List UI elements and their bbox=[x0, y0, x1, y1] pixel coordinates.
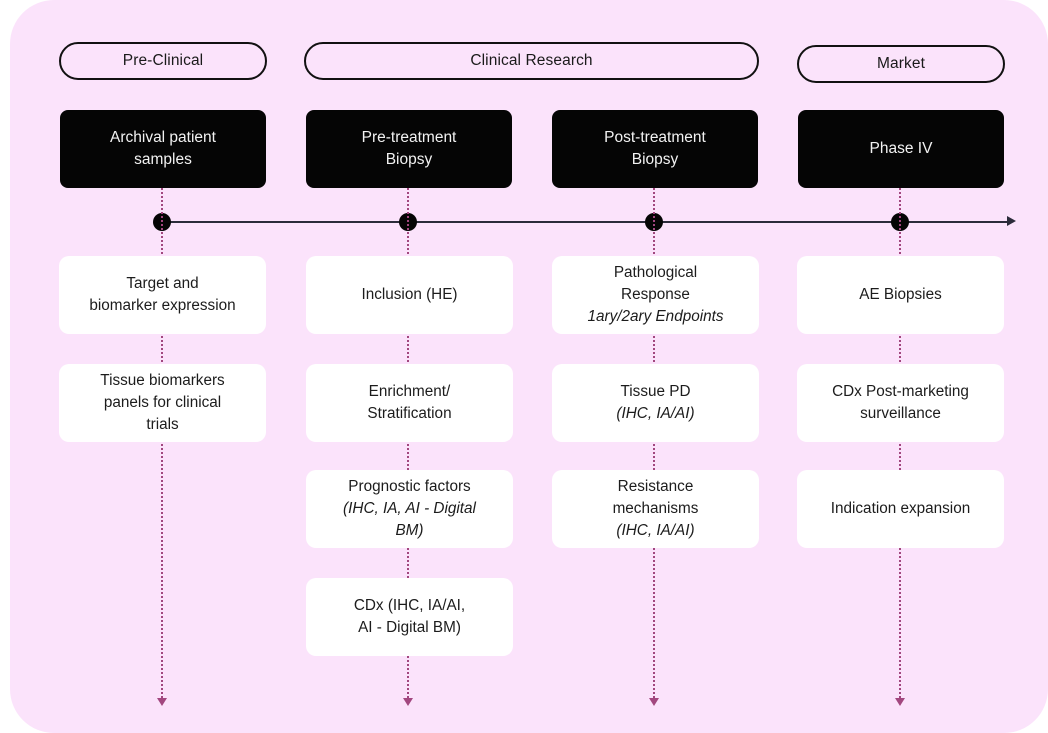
stage-line: Phase IV bbox=[869, 140, 933, 157]
content-card-line: (IHC, IA/AI) bbox=[616, 405, 695, 422]
content-card-text: Tissue biomarkers panels for clinical tria… bbox=[100, 370, 224, 435]
content-card-tissue-biomarkers-panels[interactable]: Tissue biomarkers panels for clinical tria… bbox=[59, 364, 266, 442]
stage-box-phase-iv[interactable]: Phase IV bbox=[798, 110, 1004, 188]
content-card-target-and-biomarker-expression[interactable]: Target and biomarker expression bbox=[59, 256, 266, 334]
phase-pill-label: Clinical Research bbox=[470, 52, 593, 69]
content-card-tissue-pd[interactable]: Tissue PD (IHC, IA/AI) bbox=[552, 364, 759, 442]
stage-line: Biopsy bbox=[631, 151, 679, 168]
content-card-line: (IHC, IA, AI - Digital bbox=[343, 500, 476, 518]
content-card-text: Enrichment/Stratification bbox=[367, 381, 451, 424]
content-card-text: CDx (IHC, IA/AI, AI - Digital BM) bbox=[354, 595, 465, 638]
stage-line: samples bbox=[134, 151, 192, 168]
phase-pill-label: Pre-Clinical bbox=[122, 52, 204, 69]
content-card-line: CDx (IHC, IA/AI, bbox=[353, 597, 466, 615]
content-card-line: Prognostic factors bbox=[348, 478, 471, 496]
connector-arrow-icon bbox=[403, 698, 413, 706]
content-card-line: Target and bbox=[126, 275, 199, 293]
connector-line-152 bbox=[161, 188, 163, 698]
content-card-line: trials bbox=[146, 415, 179, 433]
content-card-line: panels for clinical bbox=[103, 394, 222, 412]
stage-box-label: Phase IV bbox=[870, 138, 933, 160]
content-card-text: CDx Post-marketing surveillance bbox=[832, 381, 969, 424]
content-card-line: Pathological bbox=[613, 264, 698, 282]
stage-line: Archival patient bbox=[110, 129, 216, 146]
content-card-line: (IHC, IA/AI) bbox=[616, 521, 695, 539]
content-card-text: Resistance mechanisms (IHC, IA/AI) bbox=[613, 476, 699, 541]
content-card-text: Prognostic factors (IHC, IA, AI - Digital… bbox=[343, 476, 476, 541]
connector-line-398 bbox=[407, 188, 409, 698]
content-card-line: AI - Digital BM) bbox=[358, 619, 461, 636]
diagram-panel: Pre-Clinical Clinical Research Market Arch… bbox=[10, 0, 1048, 733]
phase-pill-pre-clinical[interactable]: Pre-Clinical bbox=[59, 42, 267, 80]
content-card-line: surveillance bbox=[860, 405, 941, 422]
content-card-cdx-post-marketing-surveillance[interactable]: CDx Post-marketing surveillance bbox=[797, 364, 1004, 442]
content-card-line: Response bbox=[621, 286, 690, 304]
connector-arrow-icon bbox=[157, 698, 167, 706]
connector-arrow-icon bbox=[895, 698, 905, 706]
content-card-text: Target and biomarker expression bbox=[89, 273, 235, 316]
content-card-cdx-ihc-ia-ai[interactable]: CDx (IHC, IA/AI, AI - Digital BM) bbox=[306, 578, 513, 656]
phase-pill-label: Market bbox=[877, 55, 925, 72]
content-card-line: Enrichment/ bbox=[368, 383, 451, 401]
content-card-text: Indication expansion bbox=[831, 498, 970, 520]
content-card-text: Tissue PD (IHC, IA/AI) bbox=[616, 381, 694, 424]
timeline-line bbox=[162, 221, 1009, 223]
content-card-inclusion-he[interactable]: Inclusion (HE) bbox=[306, 256, 513, 334]
stage-box-archival-patient-samples[interactable]: Archival patient samples bbox=[60, 110, 266, 188]
content-card-line: Tissue biomarkers bbox=[100, 372, 225, 390]
content-card-line: 1ary/2ary Endpoints bbox=[587, 307, 724, 325]
content-card-enrichment-stratification[interactable]: Enrichment/Stratification bbox=[306, 364, 513, 442]
content-card-indication-expansion[interactable]: Indication expansion bbox=[797, 470, 1004, 548]
content-card-line: CDx Post-marketing bbox=[832, 383, 969, 401]
stage-line: Biopsy bbox=[385, 151, 433, 168]
connector-line-644 bbox=[653, 188, 655, 698]
timeline-arrow-icon bbox=[1007, 216, 1016, 226]
content-card-line: Tissue PD bbox=[620, 383, 691, 401]
content-card-line: Resistance bbox=[617, 478, 694, 496]
content-card-line: biomarker expression bbox=[89, 297, 236, 314]
content-card-line: AE Biopsies bbox=[859, 286, 942, 304]
content-card-text: Inclusion (HE) bbox=[361, 284, 457, 306]
content-card-prognostic-factors[interactable]: Prognostic factors (IHC, IA, AI - Digital… bbox=[306, 470, 513, 548]
stage-box-label: Archival patient samples bbox=[110, 127, 216, 171]
stage-line: Post-treatment bbox=[604, 129, 706, 146]
stage-line: Pre-treatment bbox=[361, 129, 457, 146]
content-card-text: AE Biopsies bbox=[859, 284, 941, 306]
content-card-line: Indication expansion bbox=[830, 500, 971, 518]
content-card-line: Inclusion (HE) bbox=[361, 286, 458, 304]
content-card-line: mechanisms bbox=[612, 500, 699, 518]
content-card-ae-biopsies[interactable]: AE Biopsies bbox=[797, 256, 1004, 334]
phase-pill-market[interactable]: Market bbox=[797, 45, 1005, 83]
connector-arrow-icon bbox=[649, 698, 659, 706]
phase-pill-clinical-research[interactable]: Clinical Research bbox=[304, 42, 759, 80]
content-card-line: Stratification bbox=[367, 405, 452, 422]
content-card-line: BM) bbox=[395, 521, 424, 539]
connector-line-890 bbox=[899, 188, 901, 698]
content-card-resistance-mechanisms[interactable]: Resistance mechanisms (IHC, IA/AI) bbox=[552, 470, 759, 548]
